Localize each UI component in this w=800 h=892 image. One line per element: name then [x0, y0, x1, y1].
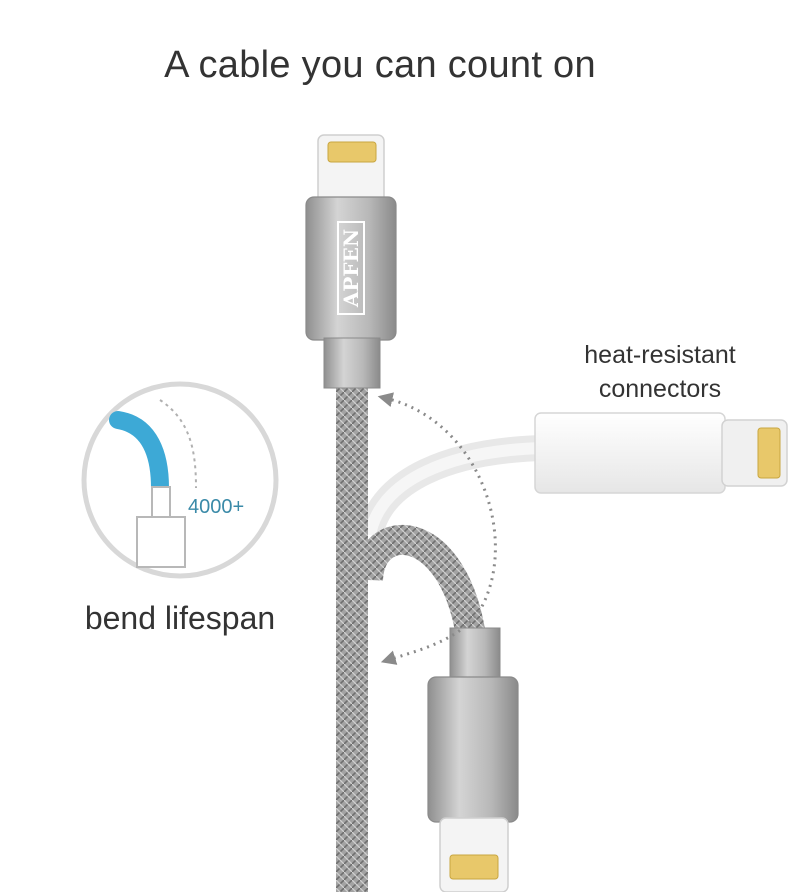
bent-cable [353, 524, 485, 634]
bottom-connector [427, 627, 519, 892]
white-cable [357, 412, 788, 539]
headline: A cable you can count on [164, 44, 596, 86]
brand-logo-text: APFEN [339, 229, 363, 308]
bend-lifespan-label: bend lifespan [84, 600, 276, 636]
bend-arrow [377, 392, 497, 665]
bend-lifespan-icon [81, 381, 279, 579]
brand-logo: APFEN [337, 221, 365, 315]
vertical-cable [336, 385, 368, 892]
bend-count: 4000+ [188, 496, 245, 518]
connectors-callout-line-2: connectors [598, 375, 722, 403]
connectors-callout-line-1: heat-resistant [584, 341, 736, 369]
connectors-callout: heat-resistant connectors [540, 338, 780, 406]
top-connector [305, 134, 397, 389]
